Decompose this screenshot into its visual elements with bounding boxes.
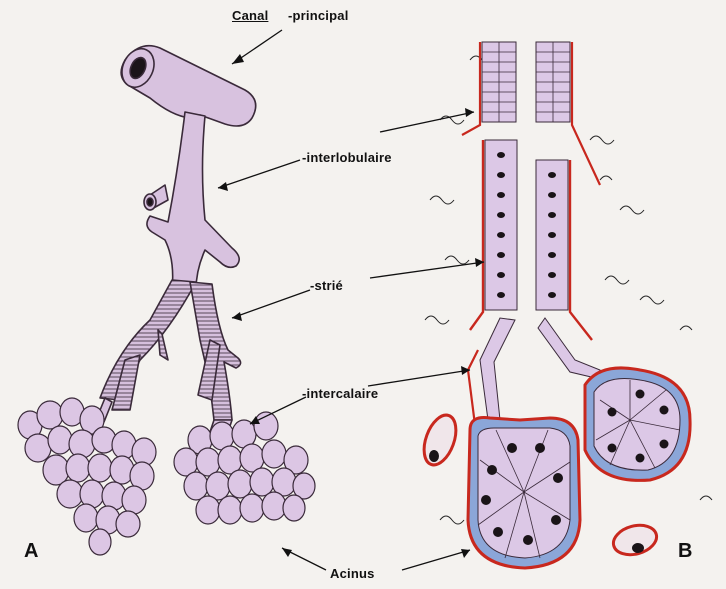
panel-label-b: B (678, 540, 693, 563)
intercalary-duct-section (480, 318, 515, 420)
label-acinus: Acinus (330, 566, 375, 581)
panel-a-duct-tree (96, 44, 256, 432)
blood-vessel (418, 411, 462, 469)
label-principal: -principal (288, 8, 349, 23)
acinus-cluster-right (174, 412, 315, 524)
label-intercalaire: -intercalaire (302, 386, 378, 401)
label-canal: Canal (232, 8, 268, 23)
blood-vessel (610, 521, 660, 559)
acinus-cluster-left (18, 398, 156, 555)
panel-label-a: A (24, 540, 39, 563)
striated-duct-left (100, 280, 196, 400)
label-strie: -strié (310, 278, 343, 293)
panel-b-section (418, 42, 712, 568)
striated-duct-section (485, 140, 568, 310)
label-interlobulaire: -interlobulaire (302, 150, 392, 165)
